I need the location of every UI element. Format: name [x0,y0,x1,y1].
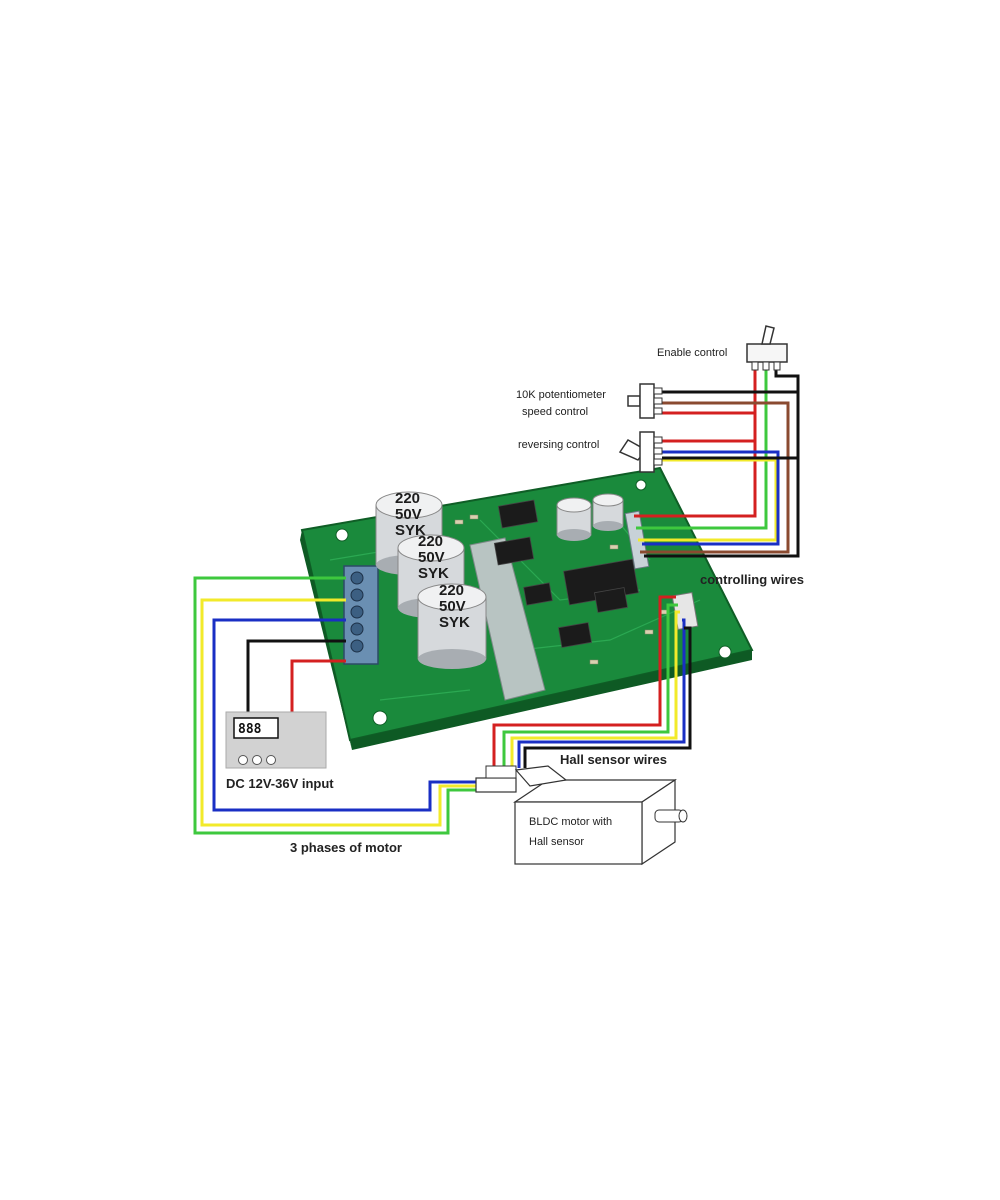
capacitor-brand-label: SYK [418,565,449,582]
phase-wire-blue [212,618,478,812]
capacitor-value-label: 220 [395,490,420,507]
dc-input-label: DC 12V-36V input [226,776,334,791]
bldc-motor: BLDC motor with Hall sensor [513,778,688,866]
speed-control-label: speed control [522,406,588,418]
phase-wires [193,576,478,835]
hall-wire-black [523,626,692,768]
motor-connectors [475,765,568,793]
hall-sensor-wires-label: Hall sensor wires [560,752,667,767]
capacitor-small [592,493,624,531]
power-supply: 888 [225,711,327,769]
hall-wire-green [502,603,678,768]
power-supply-knob[interactable] [238,755,248,765]
enable-switch[interactable] [746,325,788,371]
reversing-switch[interactable] [618,431,663,473]
motor-label-line1: BLDC motor with [529,816,612,828]
hall-wire-red [492,595,676,768]
control-wire-brown [640,401,790,554]
controlling-wires-label: controlling wires [700,572,804,587]
capacitor-small [556,497,592,541]
control-wire-black [644,370,800,558]
power-wire-black [246,639,346,712]
capacitor-large: 220 50V SYK [417,582,487,669]
control-wire-red [634,370,757,518]
enable-control-label: Enable control [657,347,727,359]
motor-label-line2: Hall sensor [529,836,584,848]
control-wires [634,370,800,558]
reversing-control-label: reversing control [518,439,599,451]
power-supply-knob[interactable] [266,755,276,765]
control-wire-yellow [638,458,778,542]
hall-sensor-wires [492,595,692,768]
control-wire-blue [642,450,780,546]
power-supply-display: 888 [238,722,262,737]
power-wire-red [290,659,346,712]
hall-wire-yellow [510,610,680,768]
capacitor-voltage-label: 50V [418,549,445,566]
power-phase-terminal [343,565,379,665]
phase-wire-yellow [200,598,478,827]
control-wire-green [636,370,768,530]
potentiometer[interactable] [627,383,663,419]
capacitor-value-label: 220 [418,533,443,550]
capacitor-brand-label: SYK [395,522,426,539]
phase-wire-green [193,576,478,835]
capacitor-value-label: 220 [439,582,464,599]
power-wires [246,639,346,712]
hall-wire-blue [517,618,686,768]
capacitor-voltage-label: 50V [395,506,422,523]
capacitor-brand-label: SYK [439,614,470,631]
capacitor-voltage-label: 50V [439,598,466,615]
potentiometer-label: 10K potentiometer [516,389,606,401]
capacitors: 220 50V SYK 220 50V SYK 220 50V SYK [375,490,624,669]
three-phases-label: 3 phases of motor [290,840,402,855]
power-supply-knob[interactable] [252,755,262,765]
